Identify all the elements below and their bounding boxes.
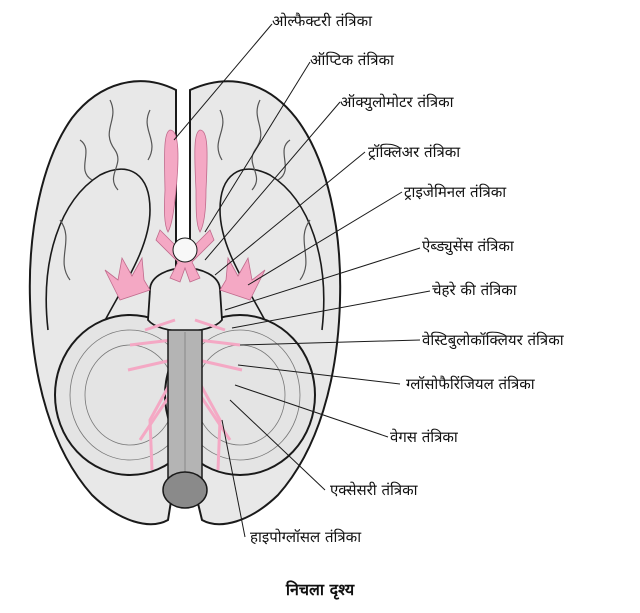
label-oculomotor-nerve: ऑक्युलोमोटर तंत्रिका [340,93,454,111]
label-vestibulocochlear-nerve: वेस्टिबुलोकॉक्लियर तंत्रिका [422,331,564,349]
left-trigeminal [104,256,151,301]
label-glossopharyngeal-nerve: ग्लॉसोफैरिंजियल तंत्रिका [406,375,535,393]
pituitary [172,237,198,263]
label-facial-nerve: चेहरे की तंत्रिका [432,281,517,299]
left-temporal-lobe [45,168,151,331]
label-trochlear-nerve: ट्रॉक्लिअर तंत्रिका [368,143,461,161]
olfactory-nerves [164,129,208,233]
label-accessory-nerve: एक्सेसरी तंत्रिका [330,481,418,499]
pons [147,267,223,333]
label-olfactory-nerve: ओल्फैक्टरी तंत्रिका [272,12,372,30]
label-trigeminal-nerve: ट्राइजेमिनल तंत्रिका [404,183,507,201]
label-optic-nerve: ऑप्टिक तंत्रिका [310,51,394,69]
label-abducens-nerve: ऐब्ड्युसेंस तंत्रिका [422,237,514,255]
right-temporal-lobe [219,168,325,331]
right-trigeminal [219,256,266,301]
lower-nerves [127,318,243,471]
label-vagus-nerve: वेगस तंत्रिका [390,428,458,446]
label-hypoglossal-nerve: हाइपोग्लॉसल तंत्रिका [250,528,362,546]
caption: निचला दृश्य [285,580,355,599]
leader-lines [173,23,431,538]
spinal-cord-section [162,471,208,509]
